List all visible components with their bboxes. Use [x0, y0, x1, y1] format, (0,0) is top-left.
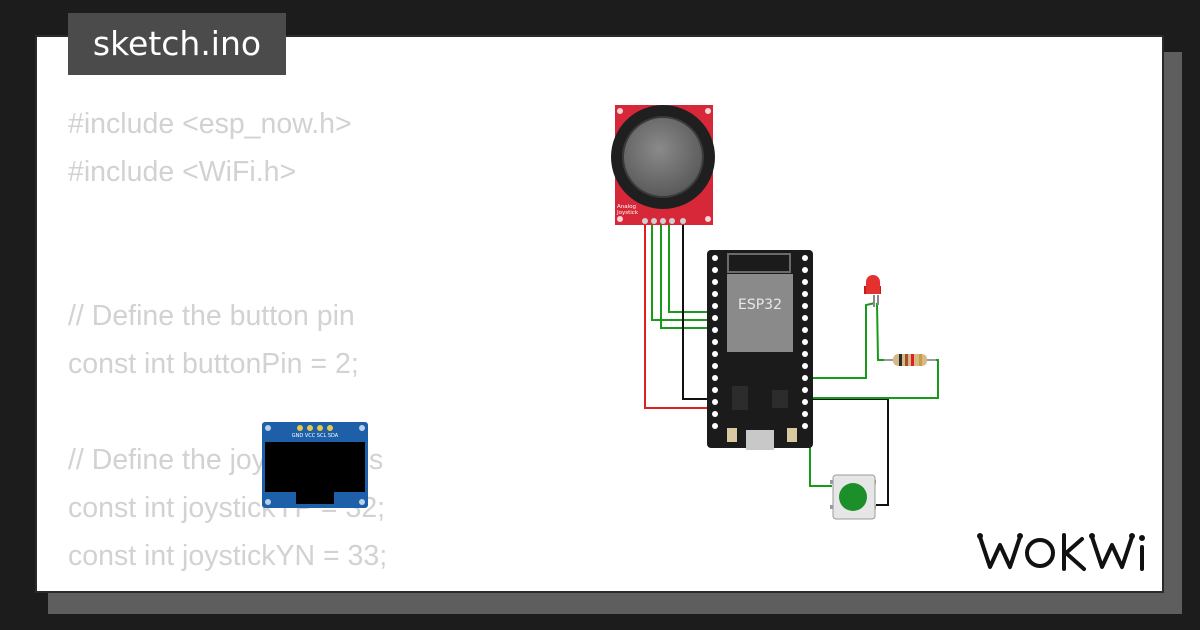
boot-button[interactable] [787, 428, 797, 442]
wokwi-logo [977, 533, 1145, 571]
code-line: // Define the button pin [68, 300, 355, 332]
wire-green [876, 302, 888, 361]
oled-pins [297, 425, 333, 431]
wifi-antenna [727, 253, 791, 273]
oled-pin-label: GND VCC SCL SDA [292, 433, 339, 439]
joystick-pins [642, 218, 686, 224]
joystick-knob[interactable] [622, 116, 704, 198]
wire-green [808, 302, 876, 379]
red-led[interactable] [864, 275, 881, 307]
wire-green [651, 222, 712, 321]
oled-display[interactable]: GND VCC SCL SDA [262, 422, 368, 508]
code-line: #include <esp_now.h> [68, 108, 352, 140]
esp32-chip [772, 390, 788, 408]
esp32-chip [732, 386, 748, 410]
oled-screen [265, 442, 365, 492]
esp32-board[interactable]: ESP32 [707, 250, 813, 450]
file-tab[interactable]: sketch.ino [68, 13, 286, 75]
code-line: #include <WiFi.h> [68, 156, 297, 188]
button-cap[interactable] [839, 483, 867, 511]
usb-port [746, 430, 774, 450]
en-button[interactable] [727, 428, 737, 442]
esp32-label: ESP32 [738, 297, 782, 313]
code-line: const int buttonPin = 2; [68, 348, 359, 380]
push-button[interactable] [830, 474, 876, 520]
wire-green [668, 222, 712, 313]
resistor[interactable] [884, 354, 936, 366]
code-line: const int joystickYN = 33; [68, 540, 388, 572]
wires [644, 222, 939, 506]
preview-card [35, 35, 1164, 593]
joystick-label: Analog [617, 204, 636, 210]
esp32-pin-holes [712, 255, 808, 429]
joystick-label: Joystick [616, 210, 639, 216]
esp32-module [727, 274, 793, 352]
wire-green [660, 222, 712, 329]
joystick-module[interactable]: Analog Joystick [611, 105, 715, 225]
